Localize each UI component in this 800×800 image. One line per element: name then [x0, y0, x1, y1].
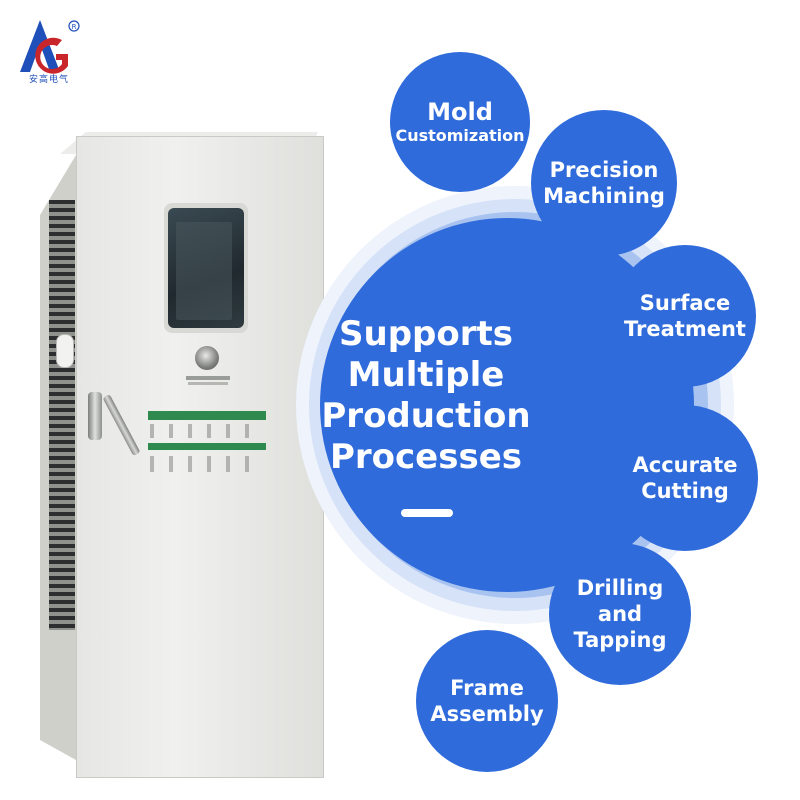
bubble-surface-treatment: Surface Treatment	[614, 245, 756, 387]
bubble-title: Surface	[639, 291, 731, 315]
cabinet-nameplate-line	[188, 382, 228, 385]
bubble-title: Mold	[427, 98, 493, 126]
bubble-subtitle: and	[597, 602, 643, 626]
cabinet-knob-icon	[195, 346, 219, 370]
company-name: 安高电气	[28, 75, 69, 85]
bubble-subtitle: Customization	[395, 126, 525, 145]
bubble-drilling-tapping: Drilling and Tapping	[549, 543, 691, 685]
bubble-mold-customization: Mold Customization	[390, 52, 530, 192]
main-heading-line: Processes	[329, 437, 523, 477]
cabinet-vent	[49, 200, 75, 630]
main-heading-line: Multiple	[347, 355, 505, 395]
main-heading-line: Supports	[339, 314, 513, 354]
cabinet-panel-header	[148, 411, 266, 420]
cabinet-nameplate	[186, 376, 230, 380]
cabinet-panel-indicators-2	[150, 456, 264, 472]
bubble-subtitle: Tapping	[573, 628, 667, 652]
bubble-subtitle: Cutting	[641, 479, 729, 503]
cabinet-handle-base	[88, 392, 102, 440]
cabinet-hinge	[56, 334, 74, 368]
main-divider	[401, 509, 453, 517]
main-heading: Supports Multiple Production Processes	[320, 314, 532, 478]
bubble-title: Frame	[450, 676, 524, 700]
bubble-frame-assembly: Frame Assembly	[416, 630, 558, 772]
bubble-subtitle: Assembly	[430, 702, 544, 726]
bubble-title: Precision	[549, 158, 659, 182]
bubble-precision-machining: Precision Machining	[531, 110, 677, 256]
cabinet-window-reflection	[176, 222, 232, 320]
bubble-title: Accurate	[632, 453, 738, 477]
cabinet-panel-header-2	[148, 443, 266, 450]
cabinet-panel-indicators	[150, 424, 264, 438]
company-logo-icon: R	[20, 20, 80, 74]
svg-text:R: R	[72, 23, 77, 31]
bubble-subtitle: Treatment	[624, 317, 746, 341]
main-heading-line: Production	[321, 396, 531, 436]
bubble-accurate-cutting: Accurate Cutting	[612, 405, 758, 551]
bubble-subtitle: Machining	[543, 184, 665, 208]
bubble-title: Drilling	[576, 576, 664, 600]
